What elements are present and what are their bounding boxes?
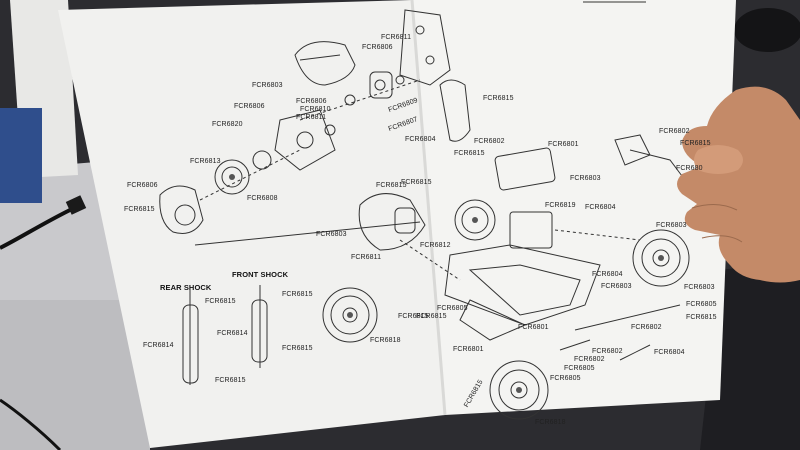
left-page — [58, 0, 445, 448]
part-label: FCR6804 — [654, 349, 685, 356]
part-label: FCR6815 — [282, 345, 313, 352]
part-label: FCR6806 — [296, 98, 327, 105]
part-label: FCR6803 — [601, 283, 632, 290]
part-label: FCR6814 — [217, 330, 248, 337]
front-shock-title: FRONT SHOCK — [232, 270, 289, 279]
part-label: FCR6815 — [680, 140, 711, 147]
part-label: FCR6802 — [574, 356, 605, 363]
part-label: FCR6803 — [570, 175, 601, 182]
part-label: FCR6811 — [381, 34, 412, 41]
part-label: FCR6808 — [247, 195, 278, 202]
part-label: FCR6806 — [127, 182, 158, 189]
part-label: FCR6815 — [282, 291, 313, 298]
part-label: FCR6802 — [659, 128, 690, 135]
part-label: FCR6819 — [545, 202, 576, 209]
part-label: FCR6801 — [518, 324, 549, 331]
part-label: FCR6802 — [474, 138, 505, 145]
part-label: FCR6806 — [234, 103, 265, 110]
part-label: FCR6801 — [548, 141, 579, 148]
part-label: FCR6814 — [143, 342, 174, 349]
part-label: FCR6815 — [205, 298, 236, 305]
part-label: FCR6818 — [535, 419, 566, 426]
part-label: FCR6815 — [686, 314, 717, 321]
part-label: FCR6802 — [631, 324, 662, 331]
part-label: FCR680 — [676, 165, 703, 172]
part-label: FCR6813 — [190, 158, 221, 165]
part-label: FCR6805 — [564, 365, 595, 372]
part-label: FCR6815 — [454, 150, 485, 157]
part-label: FCR6804 — [592, 271, 623, 278]
part-label: FCR6815 — [398, 313, 429, 320]
part-label: FCR6804 — [405, 136, 436, 143]
part-label: FCR6802 — [592, 348, 623, 355]
part-label: FCR6803 — [252, 82, 283, 89]
part-label: FCR6804 — [585, 204, 616, 211]
part-label: FCR6818 — [370, 337, 401, 344]
part-label: FCR6812 — [420, 242, 451, 249]
part-label: FCR6801 — [453, 346, 484, 353]
part-label: FCR6803 — [656, 222, 687, 229]
part-label: FCR6805 — [437, 305, 468, 312]
rear-shock-title: REAR SHOCK — [160, 283, 212, 292]
part-label: FCR6815 — [483, 95, 514, 102]
part-label: FCR6805 — [686, 301, 717, 308]
part-label: FCR6815 — [401, 179, 432, 186]
part-label: FCR6815 — [124, 206, 155, 213]
part-label: FCR6815 — [376, 182, 407, 189]
part-label: FCR6811 — [351, 254, 382, 261]
part-label: FCR6805 — [550, 375, 581, 382]
part-label: FCR6803 — [316, 231, 347, 238]
part-label: FCR6803 — [684, 284, 715, 291]
part-label: FCR6820 — [212, 121, 243, 128]
part-label: FCR6815 — [416, 313, 447, 320]
part-label: FCR6815 — [215, 377, 246, 384]
part-label: FCR6806 — [362, 44, 393, 51]
part-label: FCR6811 — [296, 114, 327, 121]
part-label: FCR6810 — [300, 106, 331, 113]
